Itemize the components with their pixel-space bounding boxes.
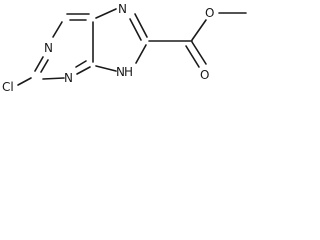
atom-n7: N (118, 2, 127, 16)
bond-c-o-carbonyl (191, 41, 207, 65)
atom-n3: N (64, 71, 73, 85)
chemical-structure-diagram: Cl N N N N H O O (2, 2, 247, 94)
atom-n1: N (44, 41, 53, 55)
atom-o-ester: O (205, 6, 214, 20)
bond-cl-c2 (17, 77, 32, 86)
bond-n7-c8-double (129, 18, 142, 41)
bond-c2-n1-double (40, 59, 49, 73)
bond-n7-c8 (134, 13, 148, 38)
atom-n9: N (116, 65, 125, 79)
bond-c4-n3 (76, 66, 91, 75)
molecule-canvas: Cl N N N N H O O (0, 0, 282, 96)
bond-c5-n7 (95, 8, 117, 19)
bond-n3-c2 (42, 77, 65, 80)
atom-cl: Cl (2, 80, 14, 94)
atom-o-carbonyl: O (200, 68, 209, 82)
bond-n1-c6 (52, 21, 63, 38)
bond-c8-n9 (135, 44, 147, 64)
atom-h9: H (124, 65, 133, 79)
bond-c-o-ester (191, 19, 207, 41)
bond-c2-n1 (34, 56, 44, 72)
bond-c-o-carbonyl-double (185, 45, 200, 68)
bond-n9-c4 (95, 65, 117, 72)
bond-c4-n3-double (75, 60, 87, 68)
